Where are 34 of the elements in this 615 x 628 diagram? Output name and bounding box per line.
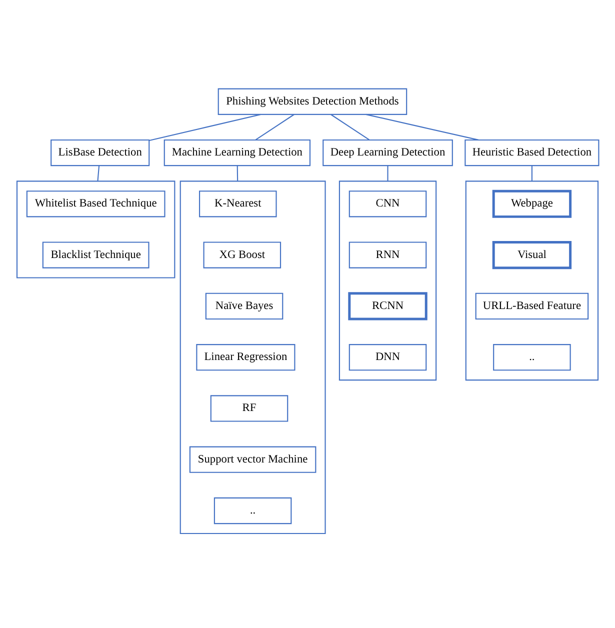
connector	[531, 166, 532, 182]
connector	[387, 166, 388, 182]
connector	[255, 114, 294, 140]
connector	[97, 166, 100, 182]
node-box: RNN	[348, 242, 427, 268]
cluster	[338, 180, 437, 381]
cluster	[180, 180, 326, 534]
node-box: Phishing Websites Detection Methods	[218, 88, 408, 115]
cluster	[465, 180, 599, 381]
node-box: URLL-Based Feature	[475, 292, 589, 320]
node-box: CNN	[348, 190, 427, 218]
connector	[330, 114, 370, 140]
connector	[236, 166, 238, 182]
node-box: RF	[210, 395, 288, 422]
node-box: Support vector Machine	[189, 446, 316, 473]
node-box: Linear Regression	[196, 344, 296, 371]
node-box: Heuristic Based Detection	[464, 139, 600, 166]
node-box: Webpage	[492, 190, 572, 218]
node-box: ..	[493, 344, 571, 371]
connector	[366, 114, 479, 140]
node-box: Visual	[492, 241, 572, 270]
cluster	[16, 180, 176, 278]
node-box: DNN	[348, 344, 427, 371]
node-box: Whitelist Based Technique	[26, 190, 166, 218]
node-box: Naïve Bayes	[205, 292, 284, 320]
node-box: Blacklist Technique	[42, 242, 150, 268]
node-box: XG Boost	[203, 242, 282, 268]
node-box: Deep Learning Detection	[322, 139, 453, 166]
node-box: LisBase Detection	[50, 139, 150, 166]
node-box: Machine Learning Detection	[164, 139, 311, 166]
node-box: K-Nearest	[199, 190, 277, 218]
node-box: RCNN	[348, 292, 428, 320]
connector	[149, 114, 261, 142]
node-box: ..	[214, 497, 292, 524]
